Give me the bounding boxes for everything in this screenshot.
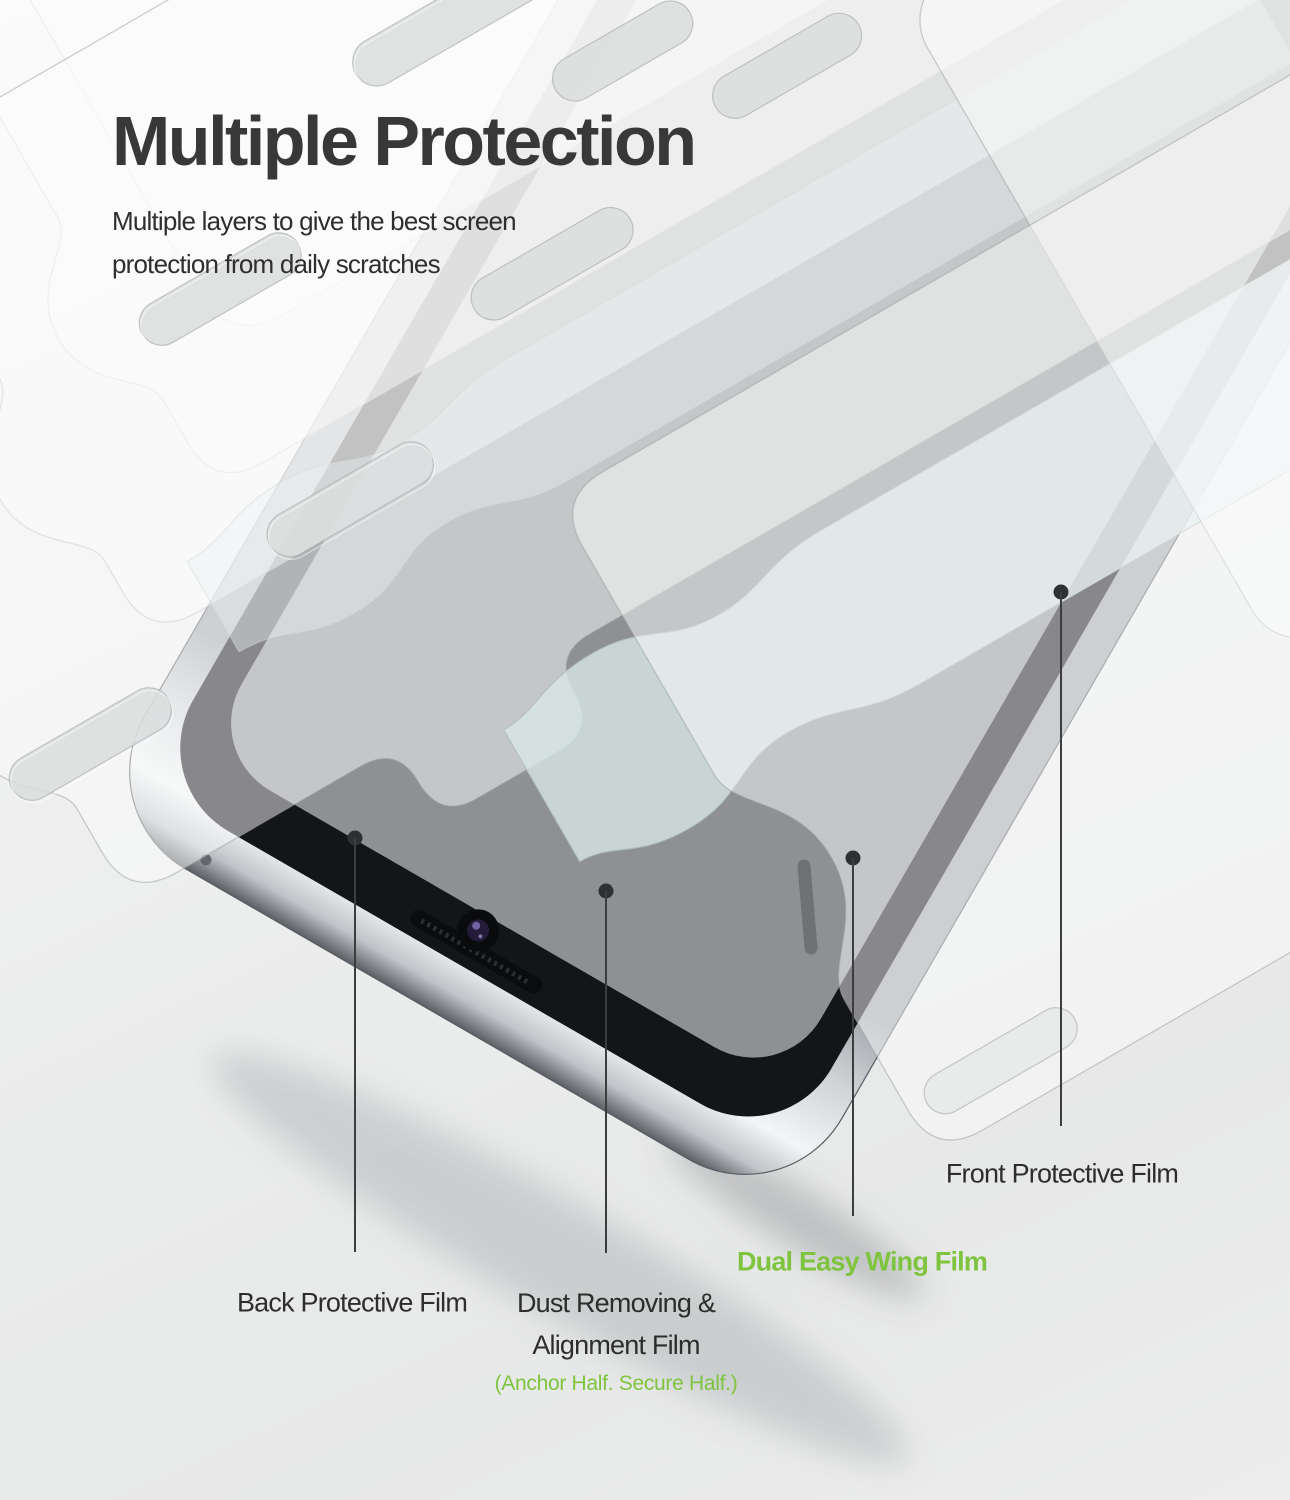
header: Multiple Protection Multiple layers to g…	[112, 102, 697, 286]
dust-label-line-2: Alignment Film	[532, 1330, 700, 1360]
subtitle-line-1: Multiple layers to give the best screen	[112, 206, 517, 236]
film-cutout-slots	[8, 0, 863, 801]
callout-line-wing	[852, 858, 854, 1216]
phone-shadow	[212, 1052, 924, 1464]
frame-reflection	[797, 859, 818, 955]
callout-line-back	[354, 838, 356, 1252]
dust-label-line-1: Dust Removing &	[516, 1288, 716, 1318]
page-subtitle: Multiple layers to give the best screen …	[112, 200, 695, 286]
callout-line-dust	[605, 891, 607, 1253]
dust-subcaption: (Anchor Half. Secure Half.)	[494, 1372, 738, 1395]
slot-highlights	[10, 0, 587, 804]
front-camera	[457, 909, 500, 952]
callout-label-front: Front Protective Film	[945, 1158, 1179, 1189]
film-sheet-draping	[572, 0, 1290, 1141]
callout-label-back: Back Protective Film	[236, 1287, 468, 1318]
film-sheet	[0, 0, 1290, 883]
subtitle-line-2: protection from daily scratches	[112, 249, 441, 279]
page-title: Multiple Protection	[112, 102, 697, 180]
callout-line-front	[1060, 592, 1062, 1126]
film-speaker-cutout	[923, 1007, 1078, 1115]
callout-label-dust: Dust Removing & Alignment Film (Anchor H…	[495, 1286, 738, 1396]
callout-label-wing: Dual Easy Wing Film	[736, 1246, 988, 1277]
